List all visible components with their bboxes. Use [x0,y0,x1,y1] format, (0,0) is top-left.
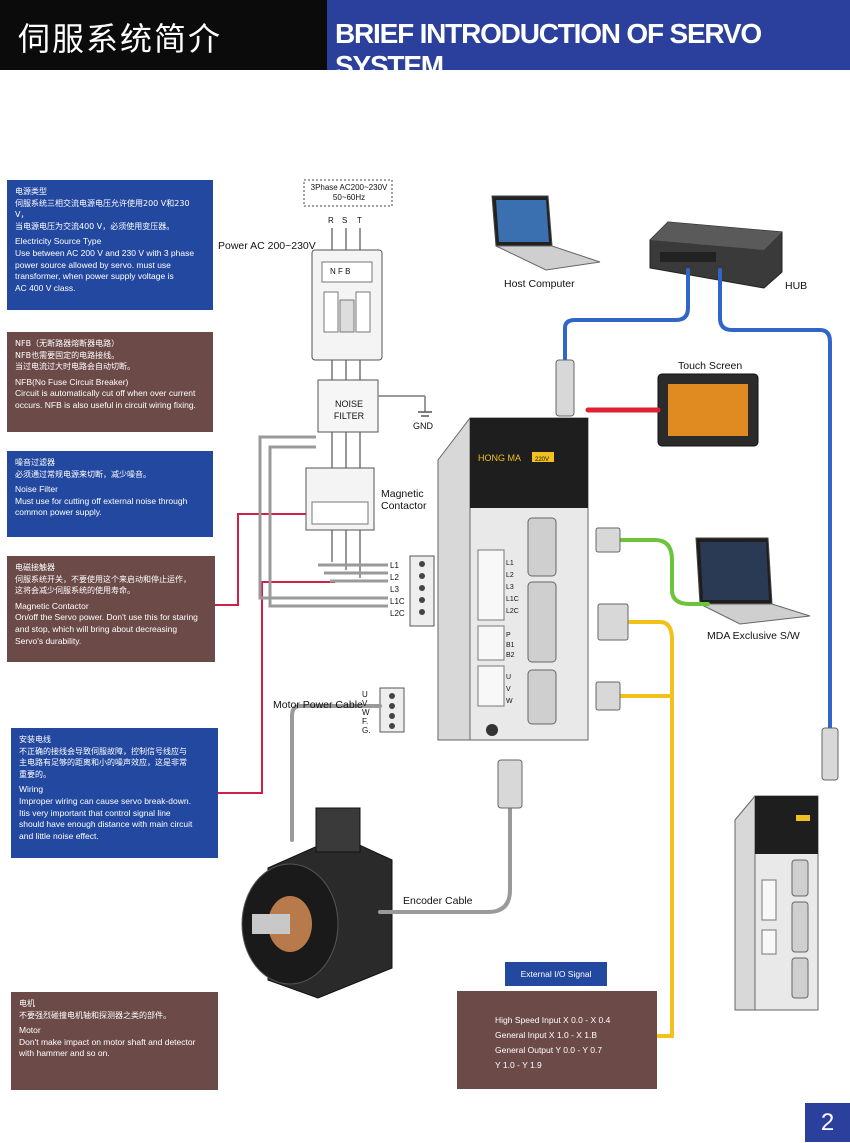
info-box-nfb: NFB（无断路器熔断器电路） NFB也需要固定的电路接线。 当过电流过大时电路会… [7,332,213,432]
mda-laptop-illustration [695,537,811,625]
io-signal-list: High Speed Input X 0.0 - X 0.4 General I… [457,991,657,1089]
terminal-l1c-label: L1C [390,597,405,606]
touch-screen-label: Touch Screen [678,360,743,372]
info-box-wiring: 安装电线 不正确的接线会导致伺服故障，控制信号线应与 主电路有足够的距离和小的噪… [11,728,218,858]
magnetic-contactor-label: Magnetic Contactor [381,488,427,512]
phase-spec-box [303,179,393,207]
motor-power-cable-label: Motor Power Cable [273,699,363,711]
header-title-zh-bar: 伺服系统简介 [0,0,327,70]
info-box-electricity: 电源类型 伺服系统三相交流电源电压允许使用200 V和230 V， 当电源电压为… [7,180,213,310]
drive-terminal-l2c: L2C [506,608,519,615]
motor-terminal-block [379,687,405,733]
info-noise-zh: 噪音过滤器 必须通过常规电源来切断，减少噪音。 [15,458,151,479]
terminal-l3-label: L3 [390,585,399,594]
ethernet-cable-1 [563,268,690,372]
servo-motor-illustration [241,807,393,999]
connectors [497,359,839,809]
io-cable [628,620,674,1038]
info-contactor-zh: 电磁接触器 伺服系统开关，不要使用这个来启动和停止运作， 这将会减少伺服系统的使… [15,563,191,596]
drive-terminal-l3: L3 [506,584,514,591]
info-nfb-zh: NFB（无断路器熔断器电路） NFB也需要固定的电路接线。 当过电流过大时电路会… [15,339,135,372]
info-motor-zh: 电机 不要强烈碰撞电机轴和探测器之类的部件。 [19,999,171,1020]
header-title-en-bar: BRIEF INTRODUCTION OF SERVO SYSTEM [327,0,850,81]
drive-terminal-l2: L2 [506,572,514,579]
s-label: S [342,216,348,225]
drive-terminal-b2: B2 [506,652,515,659]
r-label: R [328,216,334,225]
info-noise-en: Noise Filter Must use for cutting off ex… [15,484,188,518]
host-computer-illustration [491,195,601,271]
info-box-noise-filter: 噪音过滤器 必须通过常规电源来切断，减少噪音。 Noise Filter Mus… [7,451,213,537]
info-motor-en: Motor Don't make impact on motor shaft a… [19,1025,196,1059]
drive-terminal-u: U [506,674,512,681]
encoder-cable [378,790,512,914]
encoder-cable-label: Encoder Cable [403,895,473,907]
drive-terminal-p: P [506,632,511,639]
callout-lines [215,513,335,794]
io-signal-title: External I/O Signal [505,962,607,986]
info-electricity-en: Electricity Source Type Use between AC 2… [15,236,195,293]
power-terminal-block [409,555,435,627]
nfb-label: N F B [330,267,351,276]
cables [290,268,832,1038]
info-nfb-en: NFB(No Fuse Circuit Breaker) Circuit is … [15,376,196,410]
noise-filter [317,379,432,433]
terminal-l1-label: L1 [390,561,399,570]
drive-voltage-label: 220V [535,457,550,463]
mda-software-label: MDA Exclusive S/W [707,630,800,642]
ethernet-cable-2 [718,268,832,732]
info-wiring-en: Wiring Improper wiring can cause servo b… [19,784,193,841]
info-wiring-zh: 安装电线 不正确的接线会导致伺服故障，控制信号线应与 主电路有足够的距离和小的噪… [19,735,187,779]
page-number: 2 [805,1103,850,1142]
t-label: T [357,216,362,225]
phase-spec-label: 3Phase AC200~230V 50~60Hz [310,183,388,202]
magnetic-contactor [305,467,375,531]
control-power-wires [258,435,388,608]
motor-power-cable [290,704,382,842]
terminal-l2c-label: L2C [390,609,405,618]
touch-screen-illustration [657,373,759,447]
info-box-contactor: 电磁接触器 伺服系统开关，不要使用这个来启动和停止运作， 这将会减少伺服系统的使… [7,556,215,662]
hub-label: HUB [785,280,808,292]
drive-terminal-l1c: L1C [506,596,519,603]
servo-drive-secondary [734,795,819,1011]
hub-illustration [649,221,783,289]
gnd-label: GND [413,421,433,431]
terminal-l2-label: L2 [390,573,399,582]
drive-terminal-l1: L1 [506,560,514,567]
uvwfg-label: U V W F.G. [362,690,371,735]
drive-terminal-w: W [506,698,513,705]
header-title-zh: 伺服系统简介 [18,20,223,58]
info-electricity-zh: 电源类型 伺服系统三相交流电源电压允许使用200 V和230 V， 当电源电压为… [15,187,190,231]
drive-terminal-v: V [506,686,511,693]
mda-cable [618,538,710,606]
servo-drive-main [437,417,589,741]
drive-terminal-b1: B1 [506,642,515,649]
noise-filter-label: NOISE FILTER [333,399,365,421]
info-contactor-en: Magnetic Contactor On/off the Servo powe… [15,600,198,646]
info-box-motor: 电机 不要强烈碰撞电机轴和探测器之类的部件。 Motor Don't make … [11,992,218,1090]
nfb-breaker [311,249,383,361]
drive-brand-label: HONG MA [478,453,522,463]
power-ac-label: Power AC 200~230V [218,240,316,252]
header-title-en: BRIEF INTRODUCTION OF SERVO SYSTEM [335,18,762,81]
host-computer-label: Host Computer [504,278,575,290]
